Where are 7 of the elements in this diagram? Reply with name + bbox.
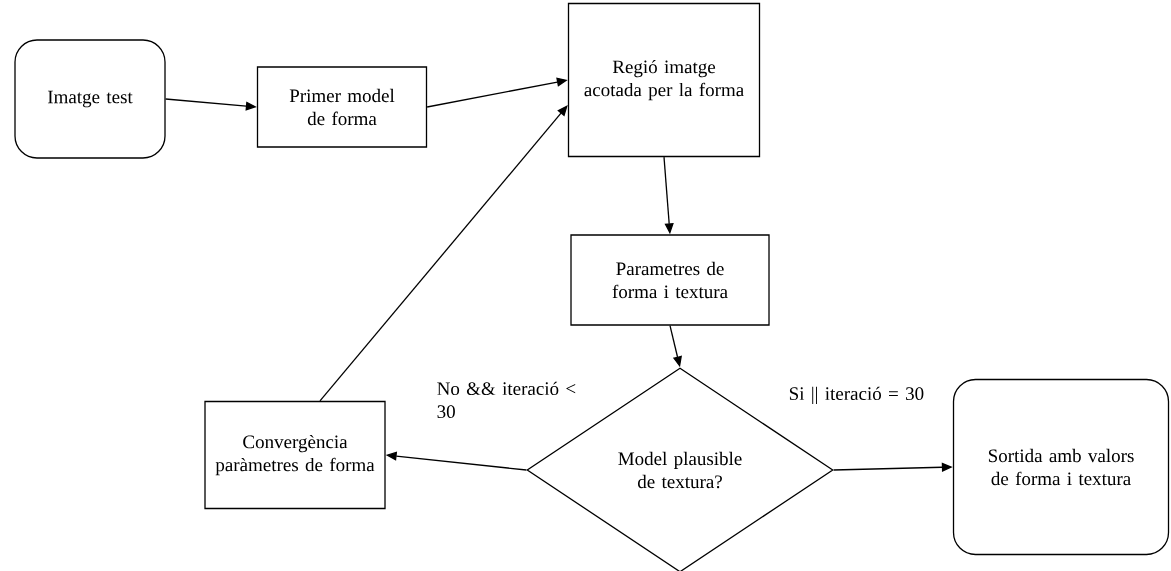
process-box: Convergència paràmetres de forma (204, 400, 386, 510)
process-box: Parametres de forma i textura (570, 234, 770, 326)
process-box: Primer model de forma (256, 66, 428, 148)
end-box: Sortida amb valors de forma i textura (952, 378, 1170, 556)
arrow (319, 105, 568, 402)
process-box: Regió imatge acotada per la forma (567, 2, 761, 158)
start-box: Imatge test (14, 39, 166, 159)
